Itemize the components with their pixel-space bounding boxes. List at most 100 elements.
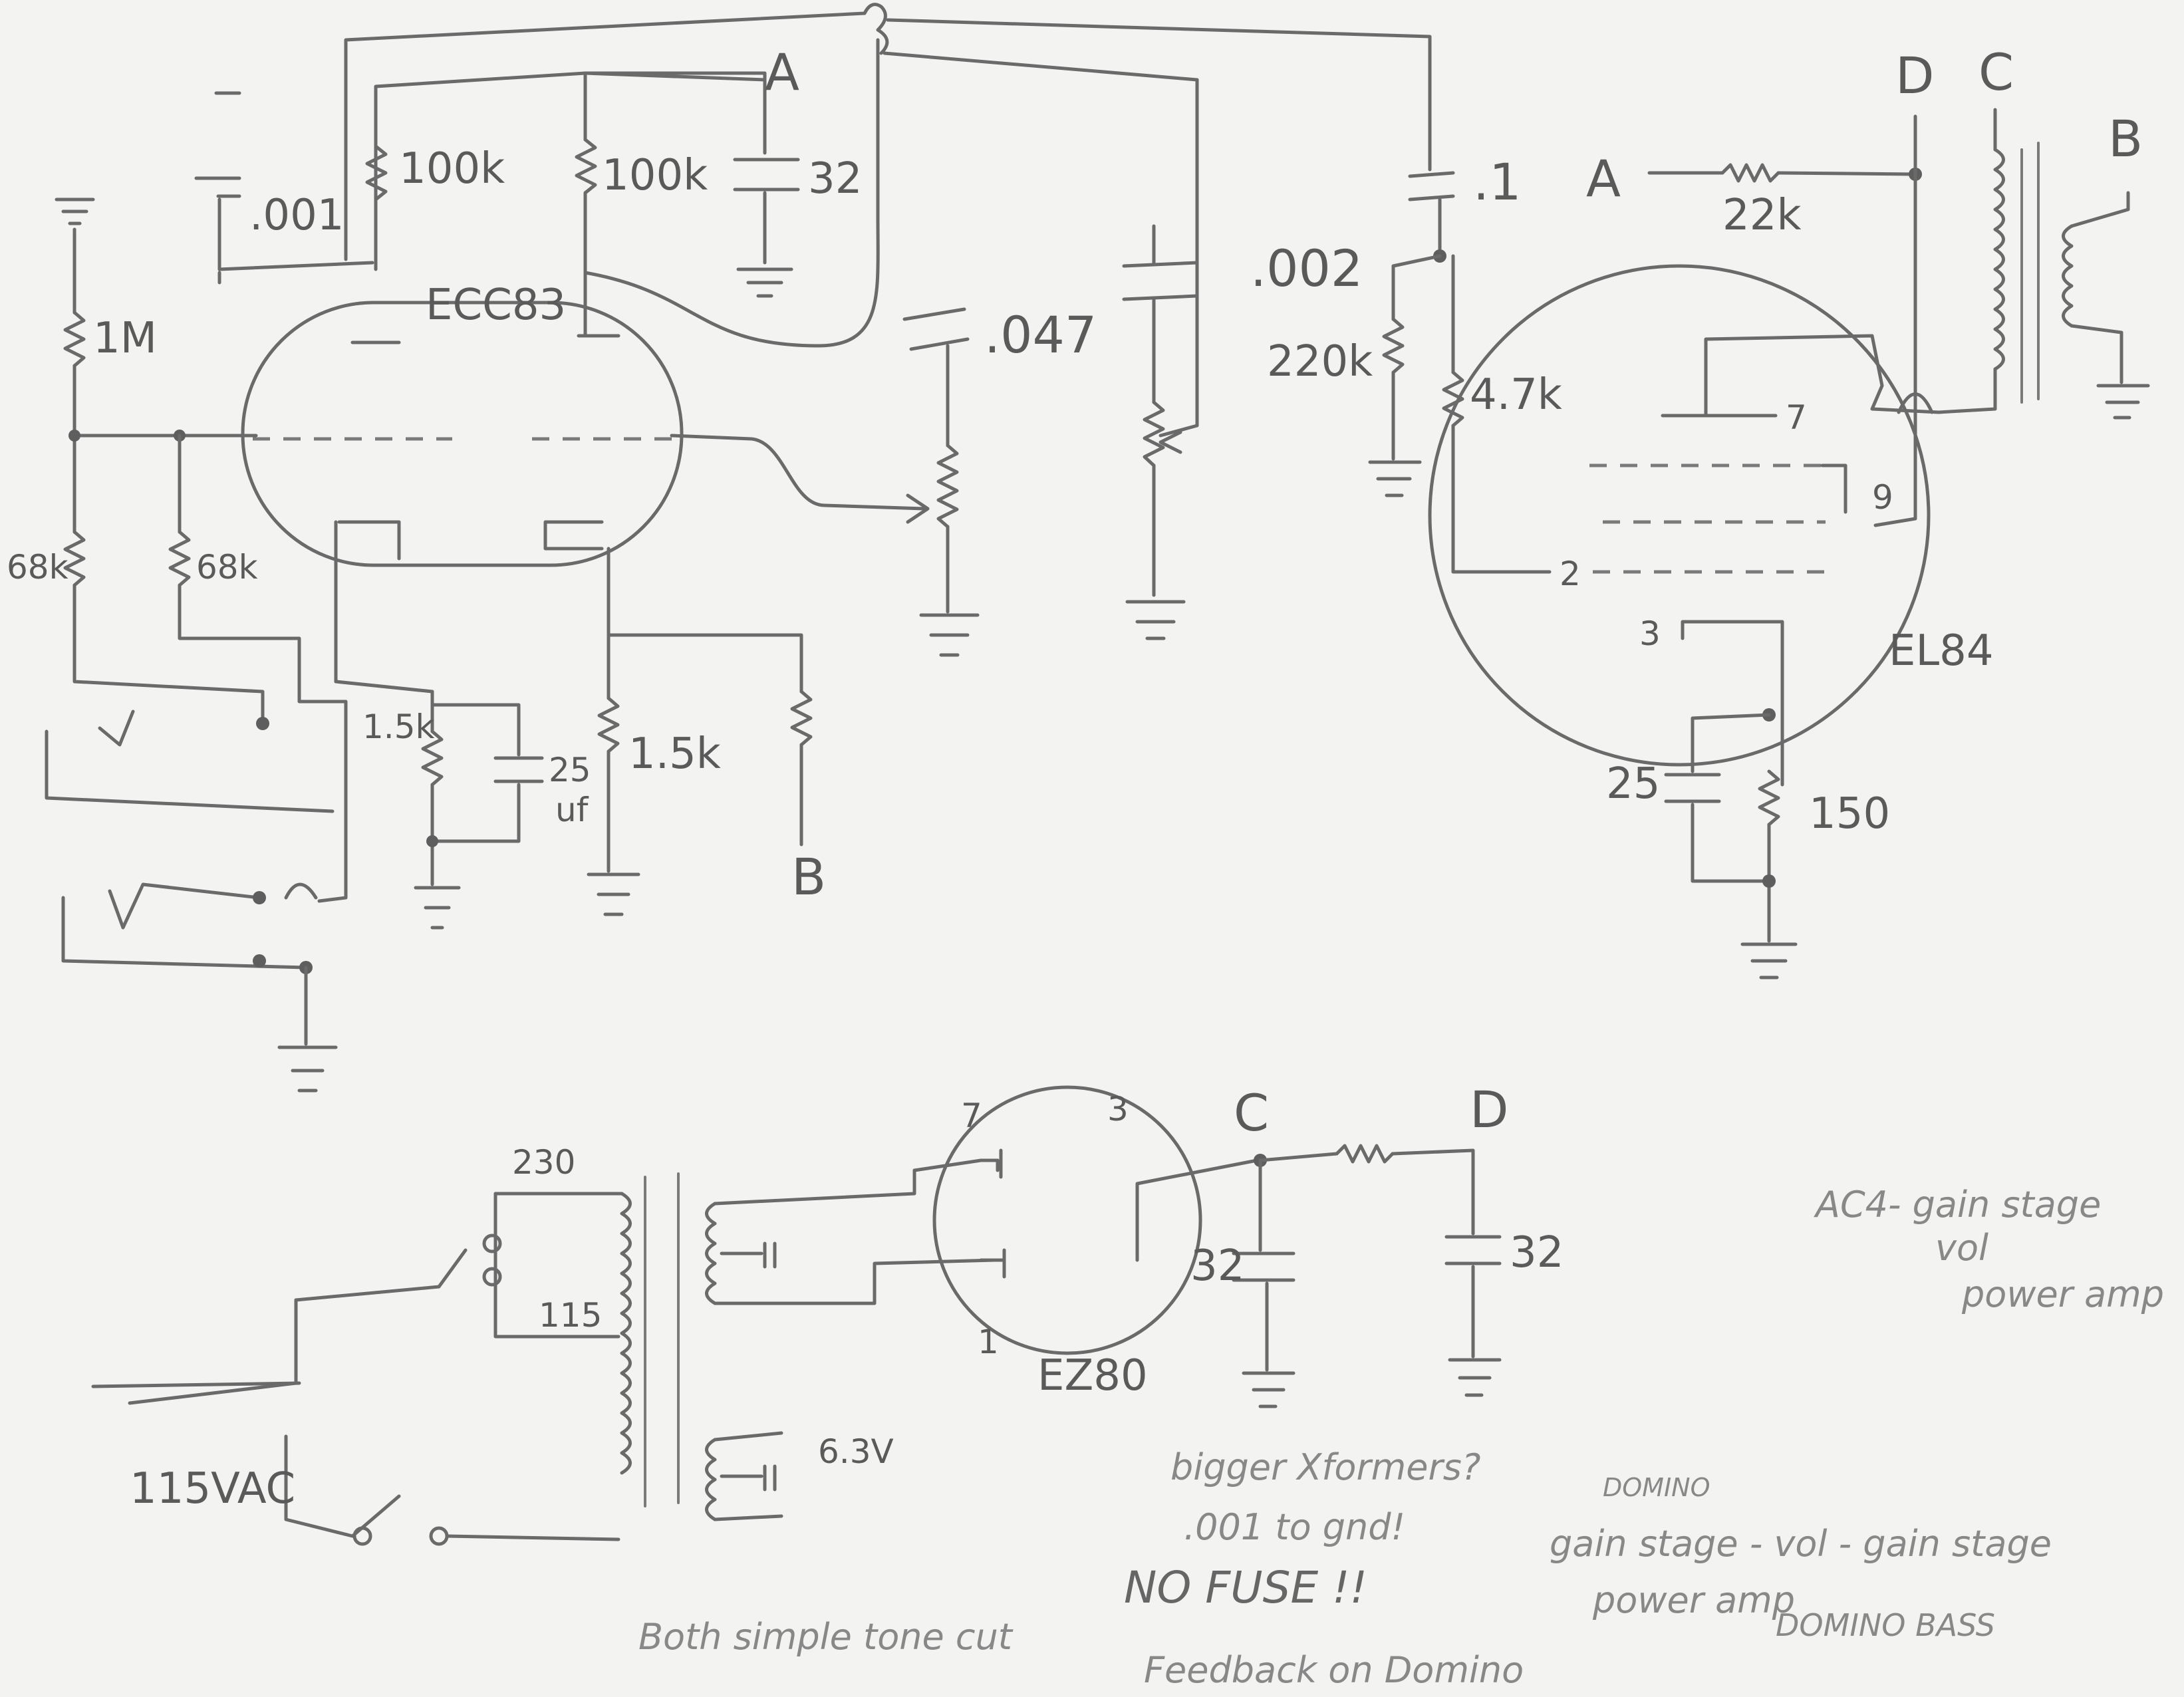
volume-pot[interactable] [936, 444, 959, 529]
label-node-c-top: C [1979, 43, 2014, 102]
el84-cathode [1681, 620, 1784, 714]
note-ac4-line3: power amp [1961, 1273, 2164, 1315]
note-no-fuse: NO FUSE !! [1124, 1562, 1367, 1613]
label-c-filter-top: 32 [808, 154, 862, 203]
resistor-b-feed [790, 690, 813, 747]
filter-caps: C D 32 32 [1190, 1080, 1564, 1408]
label-c-coupling-1: .047 [984, 305, 1097, 364]
resistor-supply [1720, 163, 1780, 183]
wire-crossover-hop [863, 3, 889, 55]
label-r-cathode-el84: 150 [1809, 789, 1890, 839]
label-node-d-bottom: D [1470, 1080, 1509, 1139]
tube-el84: 7 2 3 EL84 [1428, 264, 1994, 767]
resistor-cathode-2 [597, 696, 620, 753]
label-pin-el84-cathode: 3 [1639, 614, 1661, 653]
label-ecc83: ECC83 [426, 281, 566, 330]
label-r-grid-el84: 220k [1267, 337, 1373, 386]
jack-1-body [45, 729, 335, 813]
capacitor-bright: .001 [194, 91, 374, 285]
label-pin-el84-screen: 9 [1872, 478, 1893, 517]
ot-primary [1993, 148, 2005, 371]
label-r-grid-leak: 1M [93, 314, 157, 363]
voltage-selector-switch[interactable] [294, 1248, 468, 1302]
grid2-to-volume-wire [670, 434, 926, 511]
label-tap-115: 115 [539, 1296, 602, 1335]
resistor-input-1 [63, 530, 86, 587]
pt-ht-secondary [705, 1202, 717, 1305]
label-r-plate-1: 100k [399, 144, 505, 194]
tone-stage: .002 [1122, 224, 1363, 640]
el84-cathode-network: 25 150 [1606, 708, 1890, 979]
label-node-a-right: A [1586, 149, 1621, 208]
label-c-filter-c: 32 [1190, 1241, 1244, 1291]
note-question-xformers: bigger Xformers? [1170, 1446, 1481, 1488]
label-node-d-top: D [1895, 46, 1935, 105]
label-pin-ez80-b: 3 [1107, 1090, 1129, 1128]
top-rail-to-coupling [886, 18, 1432, 172]
tone-wiper-arrow [1159, 430, 1182, 454]
supply-22k: A 22k D 9 [1586, 46, 1935, 527]
input-network: 1M 68k 68k [7, 197, 348, 903]
label-c-coupling-2: .1 [1473, 152, 1522, 211]
resistor-grid-leak [63, 311, 86, 368]
resistor-plate-2: 100k [575, 71, 708, 338]
label-ez80: EZ80 [1037, 1351, 1148, 1400]
plate2-to-coupling-wire [583, 38, 880, 348]
label-tap-230: 230 [512, 1143, 575, 1182]
label-pin-ez80-c: 1 [978, 1323, 999, 1361]
label-pin-ez80-a: 7 [961, 1097, 982, 1135]
label-c-bright: .001 [249, 191, 344, 240]
resistor-el84-cathode [1758, 769, 1780, 827]
note-ac4-line2: vol [1935, 1227, 1988, 1269]
volume-wiper-arrow [906, 493, 930, 524]
volume-stage: .047 [902, 305, 1097, 657]
label-r-plate-2: 100k [602, 151, 708, 200]
label-node-b-bottom: B [791, 847, 826, 906]
note-question-gnd: .001 to gnd! [1184, 1506, 1405, 1548]
jack-2-tip[interactable] [108, 882, 261, 930]
label-node-b-right: B [2108, 109, 2143, 168]
label-pin-el84-grid: 2 [1560, 555, 1581, 593]
label-mains: 115VAC [130, 1464, 295, 1513]
notes: AC4- gain stage vol power amp bigger Xfo… [638, 1184, 2164, 1691]
label-el84: EL84 [1889, 626, 1994, 676]
note-tone-cut: Both simple tone cut [638, 1616, 1014, 1658]
tone-feed-wire [883, 51, 1199, 438]
note-domino-line1: gain stage - vol - gain stage [1550, 1523, 2052, 1565]
tube-ecc83: ECC83 [241, 281, 684, 567]
label-r-grid-stopper: 4.7k [1470, 370, 1562, 420]
label-r-input-1: 68k [7, 548, 68, 587]
label-c-cathode-el84: 25 [1606, 759, 1660, 809]
jack-2-body [61, 896, 308, 970]
node-a-filter: A 32 [583, 43, 862, 298]
resistor-filter [1335, 1144, 1395, 1164]
pt-heater-secondary [705, 1438, 717, 1521]
resistor-cathode-1 [421, 729, 444, 787]
note-ac4-line1: AC4- gain stage [1814, 1184, 2101, 1226]
resistor-el84-grid [1382, 317, 1405, 374]
cathode-network-1: 1.5k 25 uf [334, 520, 591, 930]
resistor-grid-stopper [1442, 370, 1464, 428]
note-domino-line2: power amp [1592, 1579, 1795, 1621]
label-node-c-bottom: C [1234, 1083, 1269, 1142]
label-r-cathode-1: 1.5k [362, 708, 435, 746]
tube-ez80: 7 3 1 EZ80 [932, 1085, 1259, 1400]
jack-1-tip[interactable] [98, 710, 135, 747]
voltage-selector-contact-1[interactable] [482, 1234, 502, 1253]
label-c-cathode-1-unit: uf [555, 791, 589, 829]
tone-pot[interactable] [1143, 400, 1165, 467]
label-node-a-top: A [765, 43, 799, 102]
label-pin-el84-plate: 7 [1786, 398, 1807, 437]
note-feedback: Feedback on Domino [1144, 1649, 1524, 1691]
ecc83-cathode-2 [543, 520, 604, 551]
pt-primary [620, 1192, 632, 1475]
label-r-supply: 22k [1722, 191, 1802, 240]
ecc83-cathode-1 [337, 520, 401, 561]
voltage-selector-contact-2[interactable] [482, 1267, 502, 1287]
label-c-cathode-1: 25 [549, 751, 591, 789]
resistor-plate-1: 100k [365, 144, 505, 201]
power-switch[interactable] [284, 1434, 401, 1538]
label-c-filter-d: 32 [1510, 1228, 1564, 1277]
el84-plate-lead [1704, 334, 1941, 414]
